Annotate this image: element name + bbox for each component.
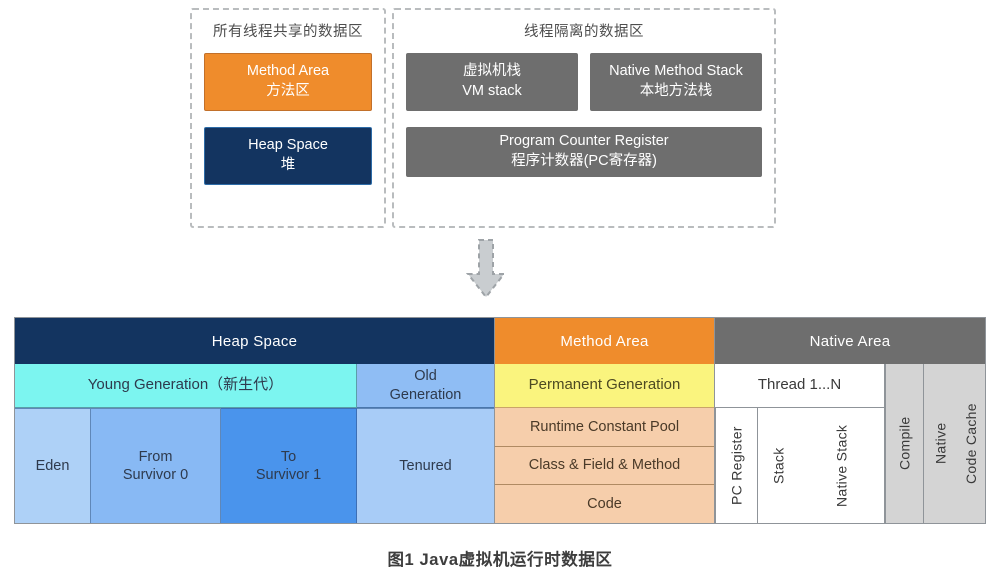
- to-survivor-line2: Survivor 1: [255, 467, 322, 483]
- cell-tenured[interactable]: Tenured: [357, 408, 494, 523]
- cell-young-generation[interactable]: Young Generation（新生代）: [15, 364, 357, 408]
- pc-register-block[interactable]: Program Counter Register 程序计数器(PC寄存器): [406, 127, 762, 177]
- shared-data-area-title: 所有线程共享的数据区: [213, 24, 363, 40]
- tenured-label: Tenured: [399, 457, 452, 474]
- method-area-block[interactable]: Method Area 方法区: [204, 53, 372, 111]
- native-area-column-group: Thread 1...N PC Register Stack Native St…: [715, 364, 985, 523]
- native-method-stack-label-en: Native Method Stack: [609, 63, 743, 80]
- heap-generation-row: Young Generation（新生代） Old Generation: [15, 364, 494, 408]
- header-heap-space[interactable]: Heap Space: [15, 318, 495, 364]
- heap-space-label-zh: 堆: [280, 157, 296, 173]
- table-header-row: Heap Space Method Area Native Area: [15, 318, 985, 364]
- heap-space-label-en: Heap Space: [248, 137, 328, 154]
- cell-eden[interactable]: Eden: [15, 408, 91, 523]
- vm-stack-label-zh: 虚拟机栈: [463, 63, 521, 80]
- cell-native-stack[interactable]: Native Stack: [799, 408, 884, 523]
- thread-isolated-data-area-panel: 线程隔离的数据区 虚拟机栈 VM stack Native Method Sta…: [392, 8, 776, 228]
- header-method-area[interactable]: Method Area: [495, 318, 715, 364]
- thread-isolated-data-area-title: 线程隔离的数据区: [524, 24, 644, 40]
- vm-stack-block[interactable]: 虚拟机栈 VM stack: [406, 53, 578, 111]
- eden-label: Eden: [35, 457, 70, 474]
- cell-code[interactable]: Code: [495, 485, 714, 524]
- from-survivor-line1: From: [138, 448, 173, 465]
- cell-thread-label[interactable]: Thread 1...N: [715, 364, 884, 408]
- runtime-data-areas-overview: 所有线程共享的数据区 Method Area 方法区 Heap Space 堆 …: [190, 8, 776, 228]
- shared-data-area-panel: 所有线程共享的数据区 Method Area 方法区 Heap Space 堆: [190, 8, 386, 228]
- cell-class-field-method[interactable]: Class & Field & Method: [495, 446, 714, 486]
- pc-register-label-zh: 程序计数器(PC寄存器): [511, 153, 657, 169]
- cell-runtime-constant-pool[interactable]: Runtime Constant Pool: [495, 408, 714, 447]
- cell-old-generation[interactable]: Old Generation: [357, 364, 494, 408]
- pc-register-label-en: Program Counter Register: [499, 133, 669, 150]
- native-method-stack-label-zh: 本地方法栈: [639, 83, 713, 99]
- vm-stack-label-en: VM stack: [462, 83, 522, 99]
- method-area-label-en: Method Area: [246, 63, 330, 80]
- cell-stack[interactable]: Stack: [757, 408, 799, 523]
- figure-caption: 图1 Java虚拟机运行时数据区: [387, 551, 613, 569]
- old-generation-line2: Generation: [389, 386, 462, 403]
- cell-from-survivor-0[interactable]: From Survivor 0: [91, 408, 221, 523]
- from-survivor-line2: Survivor 0: [122, 467, 189, 483]
- arrow-down-icon: [466, 239, 506, 299]
- method-area-column-group: Permanent Generation Runtime Constant Po…: [495, 364, 715, 524]
- native-method-stack-block[interactable]: Native Method Stack 本地方法栈: [590, 53, 762, 111]
- method-area-label-zh: 方法区: [266, 83, 310, 99]
- table-body: Young Generation（新生代） Old Generation Ede…: [15, 364, 985, 524]
- header-native-area[interactable]: Native Area: [715, 318, 985, 364]
- old-generation-line1: Old: [414, 368, 437, 385]
- heap-column-group: Young Generation（新生代） Old Generation Ede…: [15, 364, 495, 523]
- cell-pc-register[interactable]: PC Register: [715, 408, 757, 523]
- cell-permanent-generation[interactable]: Permanent Generation: [495, 364, 714, 408]
- heap-space-block[interactable]: Heap Space 堆: [204, 127, 372, 185]
- cell-native[interactable]: Native: [923, 364, 957, 523]
- cell-to-survivor-1[interactable]: To Survivor 1: [221, 408, 357, 523]
- thread-isolated-stacks-row: 虚拟机栈 VM stack Native Method Stack 本地方法栈: [406, 53, 762, 111]
- cell-compile[interactable]: Compile: [885, 364, 923, 523]
- jvm-memory-layout-table: Heap Space Method Area Native Area Young…: [14, 317, 986, 524]
- heap-space-row: Eden From Survivor 0 To Survivor 1: [15, 408, 494, 523]
- thread-sub-columns: PC Register Stack Native Stack: [715, 408, 884, 523]
- to-survivor-line1: To: [280, 448, 297, 465]
- cell-code-cache[interactable]: Code Cache: [957, 364, 985, 523]
- thread-group: Thread 1...N PC Register Stack Native St…: [715, 364, 885, 523]
